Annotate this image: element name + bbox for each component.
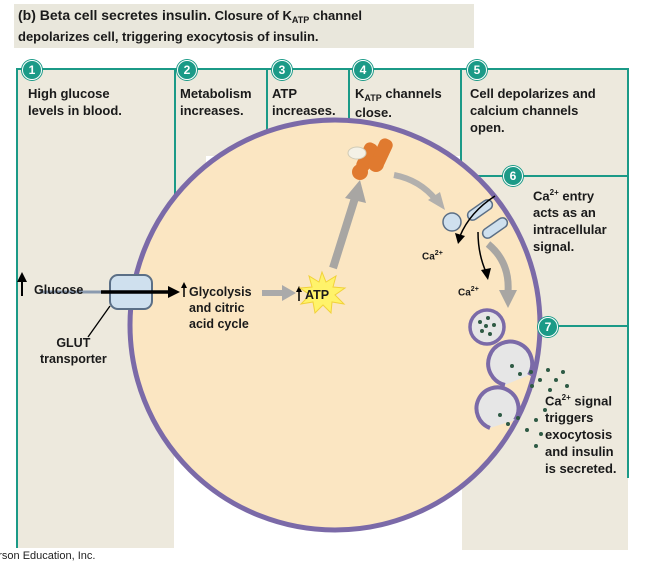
step-7-badge: 7: [538, 317, 558, 337]
step-5-text: Cell depolarizes and calcium channels op…: [470, 86, 596, 135]
atp-burst: [298, 270, 347, 315]
figure-title: (b) Beta cell secretes insulin. Closure …: [18, 6, 362, 46]
glucose-label: Glucose: [34, 283, 84, 297]
step-3-badge: 3: [272, 60, 292, 80]
step-2-text: Metabolism increases.: [180, 86, 252, 118]
title-line2: depolarizes cell, triggering exocytosis …: [18, 29, 319, 44]
step-1-text: High glucose levels in blood.: [28, 86, 122, 118]
divider: [174, 68, 176, 213]
divider: [460, 175, 629, 177]
step-2-badge: 2: [177, 60, 197, 80]
step-1-badge: 1: [22, 60, 42, 80]
atp-label: ATP: [305, 288, 330, 302]
step-5-badge: 5: [467, 60, 487, 80]
calcium-ion-label-b: Ca2+: [458, 286, 479, 299]
title-box: [14, 4, 474, 48]
copyright-text: earson Education, Inc.: [0, 550, 96, 562]
calcium-channel: [442, 199, 509, 239]
title-sub: ATP: [291, 15, 310, 25]
step-7-text: Ca2+ signal triggers exocytosis and insu…: [545, 393, 617, 477]
glut-label: GLUT transporter: [40, 336, 107, 366]
divider: [266, 68, 268, 152]
step-4-badge: 4: [353, 60, 373, 80]
title-part2: channel: [312, 8, 362, 23]
calcium-ion-label-a: Ca2+: [422, 250, 443, 263]
exocytosis-vesicles: [468, 308, 535, 430]
divider: [627, 68, 629, 478]
divider: [460, 68, 462, 178]
title-part1: Closure of K: [214, 8, 292, 23]
divider: [520, 325, 629, 327]
step-panel-1: [16, 68, 174, 156]
title-lead: (b) Beta cell secretes insulin.: [18, 7, 211, 23]
katp-channel: [347, 138, 393, 180]
insulin-granules: [478, 316, 569, 448]
step-6-badge: 6: [503, 166, 523, 186]
divider: [16, 68, 18, 548]
glycolysis-label: Glycolysis and citric acid cycle: [189, 285, 252, 331]
step-4-text: KATP channels close.: [355, 86, 442, 120]
step-3-text: ATP increases.: [272, 86, 336, 118]
step-6-text: Ca2+ entry acts as an intracellular sign…: [533, 188, 607, 255]
divider: [348, 68, 350, 152]
